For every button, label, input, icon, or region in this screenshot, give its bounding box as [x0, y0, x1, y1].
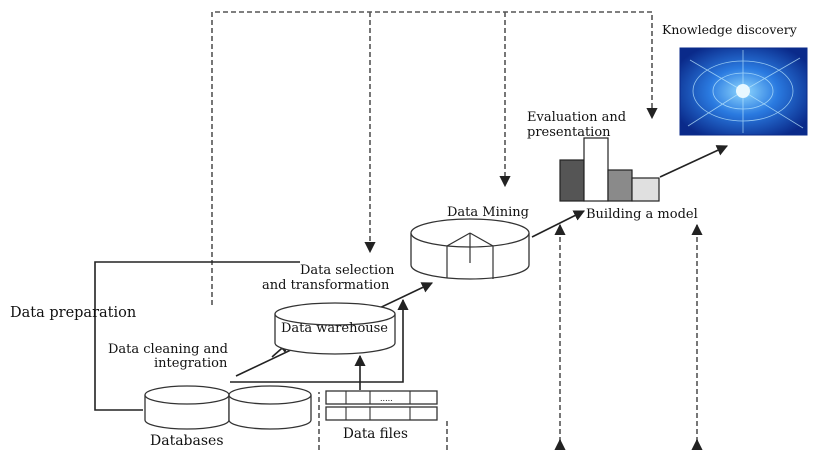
- databases-cylinders: [144, 385, 312, 430]
- feedback-loop-dashed-lines: [211, 11, 703, 450]
- data-selection-label-line1: Data selection: [300, 263, 395, 278]
- databases-label: Databases: [150, 433, 224, 449]
- data-files-ellipsis: .....: [380, 394, 393, 403]
- evaluation-label-line1: Evaluation and: [527, 110, 626, 125]
- data-warehouse-label: Data warehouse: [281, 321, 388, 336]
- knowledge-discovery-label: Knowledge discovery: [662, 22, 798, 37]
- data-mining-cylinder: [410, 218, 530, 280]
- data-warehouse-cylinder: [274, 302, 396, 355]
- data-files-label: Data files: [343, 426, 408, 442]
- data-files-icon: [325, 390, 438, 421]
- data-selection-label-line2: and transformation: [262, 278, 390, 293]
- data-preparation-bracket: [94, 261, 300, 411]
- evaluation-bar-chart-icon: [559, 137, 660, 202]
- evaluation-label-line2: presentation: [527, 125, 611, 140]
- building-model-label: Building a model: [586, 207, 698, 222]
- data-cleaning-label-line2: integration: [154, 356, 228, 371]
- knowledge-discovery-image: [679, 47, 808, 136]
- data-mining-label: Data Mining: [447, 205, 529, 220]
- data-cleaning-label-line1: Data cleaning and: [108, 342, 228, 357]
- data-preparation-label: Data preparation: [10, 305, 136, 321]
